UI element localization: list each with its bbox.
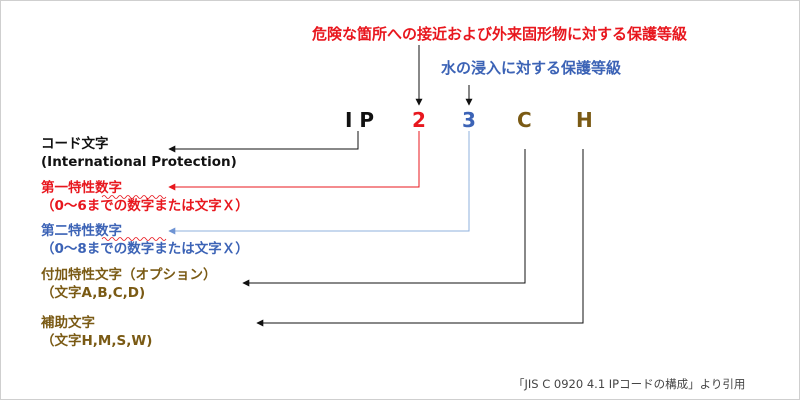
line-letterC-to-additional	[242, 149, 526, 287]
header-first-digit-description: 危険な箇所への接近および外来固形物に対する保護等級	[312, 25, 688, 43]
label-second-digit-sub: （0～8までの数字または文字Ｘ）	[41, 241, 249, 257]
label-supplementary-letter-sub: （文字H,M,S,W)	[41, 333, 153, 349]
line-digit1-to-first	[168, 131, 420, 191]
label-second-digit: 第二特性数字 （0～8までの数字または文字Ｘ）	[41, 222, 249, 258]
line-digit2-to-second	[168, 131, 470, 235]
label-supplementary-letter: 補助文字 （文字H,M,S,W)	[41, 314, 152, 350]
wavy-underline-second	[101, 237, 167, 241]
wavy-underline-first	[101, 195, 167, 199]
label-additional-letter-title: 付加特性文字（オプション）	[41, 267, 217, 283]
code-digit-first: 2	[412, 108, 426, 132]
label-first-digit-sub: （0～6までの数字または文字Ｘ）	[41, 198, 249, 214]
label-first-digit-title: 第一特性数字	[41, 180, 122, 196]
label-additional-letter: 付加特性文字（オプション） （文字A,B,C,D)	[41, 266, 217, 302]
line-letterH-to-supplementary	[256, 149, 584, 327]
code-digit-second: 3	[462, 108, 476, 132]
label-second-digit-title: 第二特性数字	[41, 223, 122, 239]
label-first-digit: 第一特性数字 （0～6までの数字または文字Ｘ）	[41, 179, 249, 215]
code-ip: I P	[345, 108, 375, 132]
citation-source: 「JIS C 0920 4.1 IPコードの構成」より引用	[513, 377, 746, 391]
code-letter-supplementary: H	[576, 108, 593, 132]
label-code-text-sub: (International Protection)	[41, 154, 237, 170]
label-code-text-title: コード文字	[41, 136, 109, 152]
header-second-digit-description: 水の浸入に対する保護等級	[441, 59, 622, 77]
code-letter-additional: C	[517, 108, 532, 132]
line-ip-to-code-text	[168, 131, 359, 153]
label-code-text: コード文字 (International Protection)	[41, 135, 237, 171]
label-supplementary-letter-title: 補助文字	[41, 315, 95, 331]
label-additional-letter-sub: （文字A,B,C,D)	[41, 285, 146, 301]
